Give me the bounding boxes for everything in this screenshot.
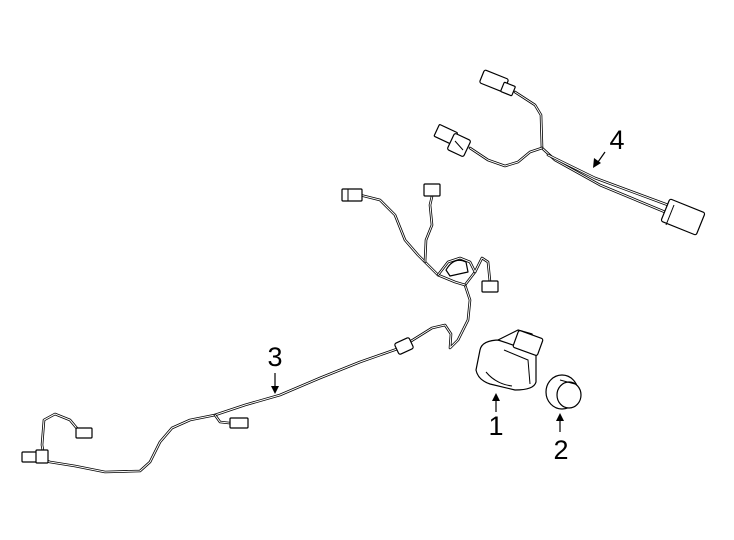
harness-mid-retainer	[394, 337, 414, 355]
callout-2-label: 2	[553, 435, 568, 465]
harness-junction-bracket	[445, 259, 469, 277]
jumper-left-connector	[433, 124, 471, 157]
callout-3-label: 3	[267, 342, 282, 372]
harness-upper-left-connector	[341, 188, 363, 202]
callout-4-label: 4	[609, 125, 624, 155]
harness-upper-mid-connector	[423, 183, 441, 197]
harness-left-lower-connector	[75, 427, 93, 439]
callout-1: 1	[488, 393, 504, 441]
callout-1-label: 1	[488, 411, 503, 441]
harness-mid-clip	[229, 417, 249, 429]
callout-4: 4	[593, 125, 625, 168]
callout-3: 3	[267, 342, 283, 394]
callout-2: 2	[553, 413, 569, 465]
sensor-retainer-part-2	[545, 374, 582, 410]
harness-right-connector	[481, 280, 499, 293]
jumper-harness-part-4	[433, 69, 706, 236]
bumper-harness-part-3	[21, 183, 499, 474]
harness-far-left-connector	[21, 449, 49, 464]
jumper-right-connector	[660, 198, 706, 236]
jumper-top-connector	[479, 69, 516, 97]
parking-sensor-part-1	[475, 329, 544, 391]
